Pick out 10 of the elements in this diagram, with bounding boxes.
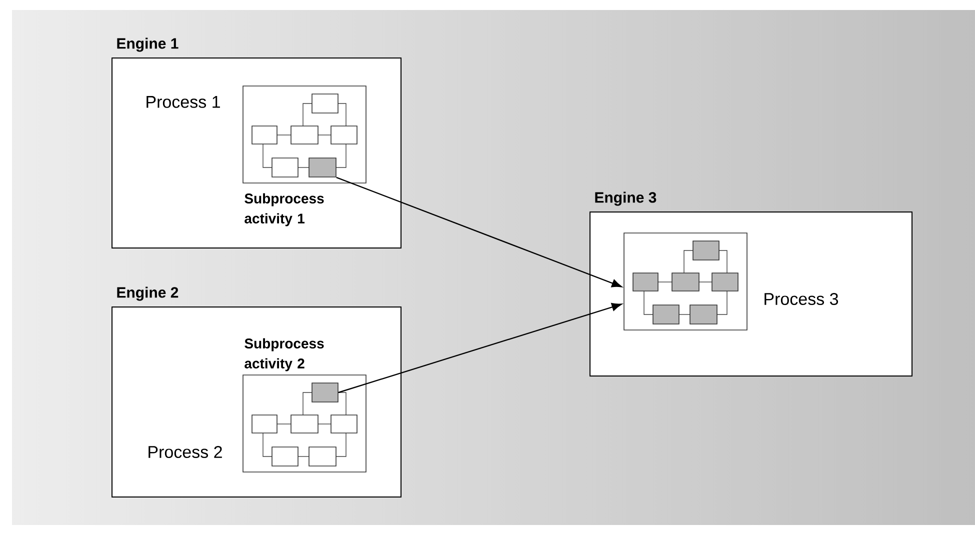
engine-heading: Engine 3 xyxy=(595,192,656,206)
engine-heading: Engine 2 xyxy=(117,286,178,301)
engine-heading: Engine 1 xyxy=(117,38,178,52)
activity-caption: Subprocess activity 2 xyxy=(244,338,324,372)
arrow xyxy=(336,176,622,288)
process-label: Process 1 xyxy=(146,96,220,108)
activity-caption: Subprocess activity 1 xyxy=(244,193,324,226)
process-label: Process 3 xyxy=(764,292,838,306)
process-label: Process 2 xyxy=(148,446,222,458)
arrow xyxy=(338,302,622,394)
